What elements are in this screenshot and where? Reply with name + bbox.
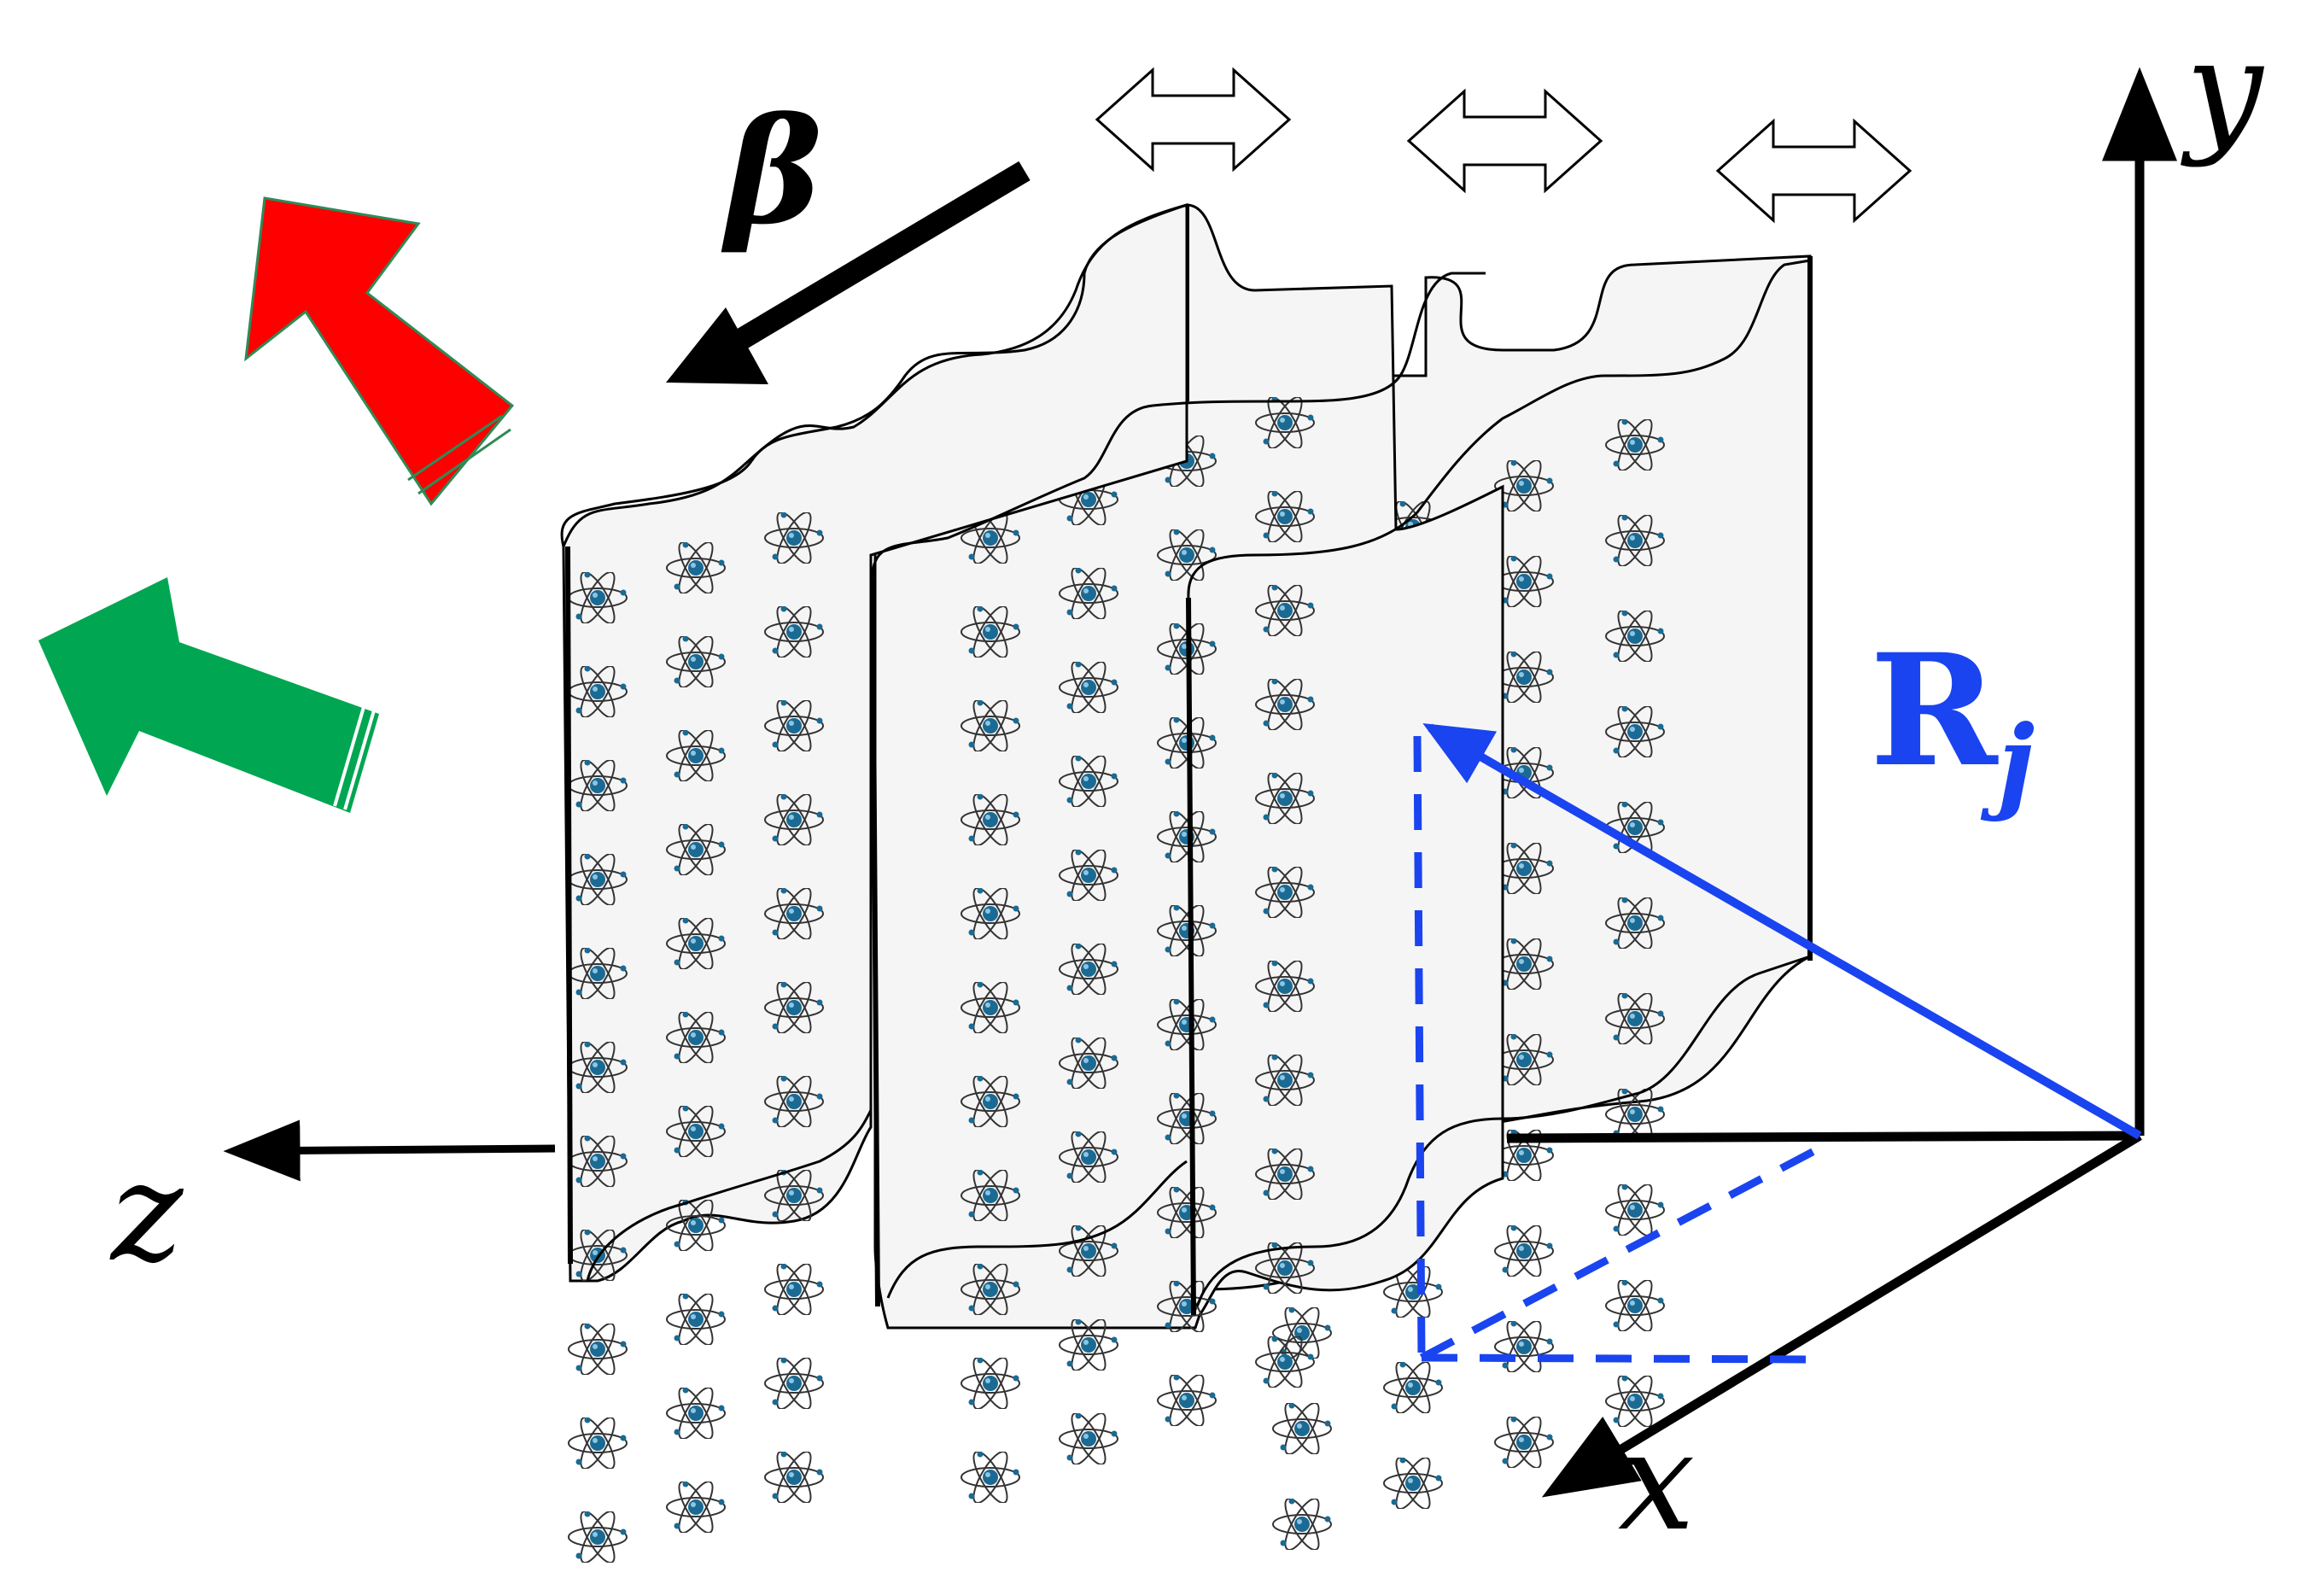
sheet-2-bottom-curve (886, 1160, 1188, 1299)
axis-y-label: y (2181, 9, 2265, 169)
green-block-arrow (38, 577, 379, 813)
sheet-2-top-curve (871, 272, 1486, 582)
polarization-arrows (1095, 67, 1912, 224)
sheet-1-front-edge (565, 546, 573, 1265)
red-block-arrow (244, 196, 515, 506)
axis-z-label: z (109, 1132, 184, 1292)
atom-icon (1383, 1458, 1443, 1509)
beta-label: β (721, 86, 822, 257)
vertical-projection (1413, 735, 1426, 1359)
atom-icon (1272, 1499, 1332, 1550)
sheet-3-front-edge (1186, 597, 1196, 1316)
position-vector-main: R (1870, 621, 1999, 801)
atom-icon (666, 1294, 726, 1345)
floor-projection-to-x (1421, 1353, 1811, 1364)
atom-icon (1494, 1417, 1554, 1468)
atom-icon (1494, 1321, 1554, 1372)
axis-x-label: x (1618, 1401, 1695, 1561)
atom-icon (1383, 1362, 1443, 1413)
atom-icon (961, 1452, 1020, 1503)
atom-icon (666, 1482, 726, 1533)
atom-icon (568, 1324, 628, 1375)
x-axis (1541, 1131, 2142, 1498)
double-headed-arrow-icon (1715, 118, 1912, 224)
atom-icon (1605, 1280, 1665, 1331)
z-axis-right-segment (1506, 1131, 2140, 1143)
atom-icon (1272, 1403, 1332, 1454)
sheet-2-front-edge (870, 580, 880, 1307)
double-headed-arrow-icon (1406, 88, 1603, 194)
sheet-1-top-curve (560, 203, 1188, 547)
beta-arrow (666, 161, 1031, 384)
sheet-1-surface (562, 203, 1188, 1283)
double-headed-arrow-icon (1095, 67, 1292, 172)
projection-lines (1413, 735, 1830, 1364)
sheet-1-bottom-curve (586, 1109, 873, 1282)
z-axis-left-segment (223, 1119, 556, 1182)
sheet-3-bottom-curve (1195, 955, 1811, 1307)
atom-icon (666, 1388, 726, 1439)
atom-icon (568, 1511, 628, 1563)
sheet-3-top-curve (1187, 259, 1811, 599)
atom-icon (1059, 1413, 1118, 1464)
atom-icon (764, 1264, 824, 1315)
atom-icon (961, 1358, 1020, 1409)
atom-icon (1157, 1375, 1217, 1426)
coordinate-axes (223, 67, 2177, 1498)
atom-icon (568, 1417, 628, 1469)
atom-sheet-1 (562, 203, 1188, 1563)
position-vector-arrow (1422, 723, 2142, 1140)
atom-icon (1494, 1225, 1554, 1277)
atom-icon (764, 1358, 824, 1409)
atom-icon (764, 1452, 824, 1503)
position-vector-label: Rj (1870, 621, 2035, 823)
floor-projection-to-z (1419, 1141, 1830, 1361)
sheet-front-edges (560, 203, 1811, 1316)
